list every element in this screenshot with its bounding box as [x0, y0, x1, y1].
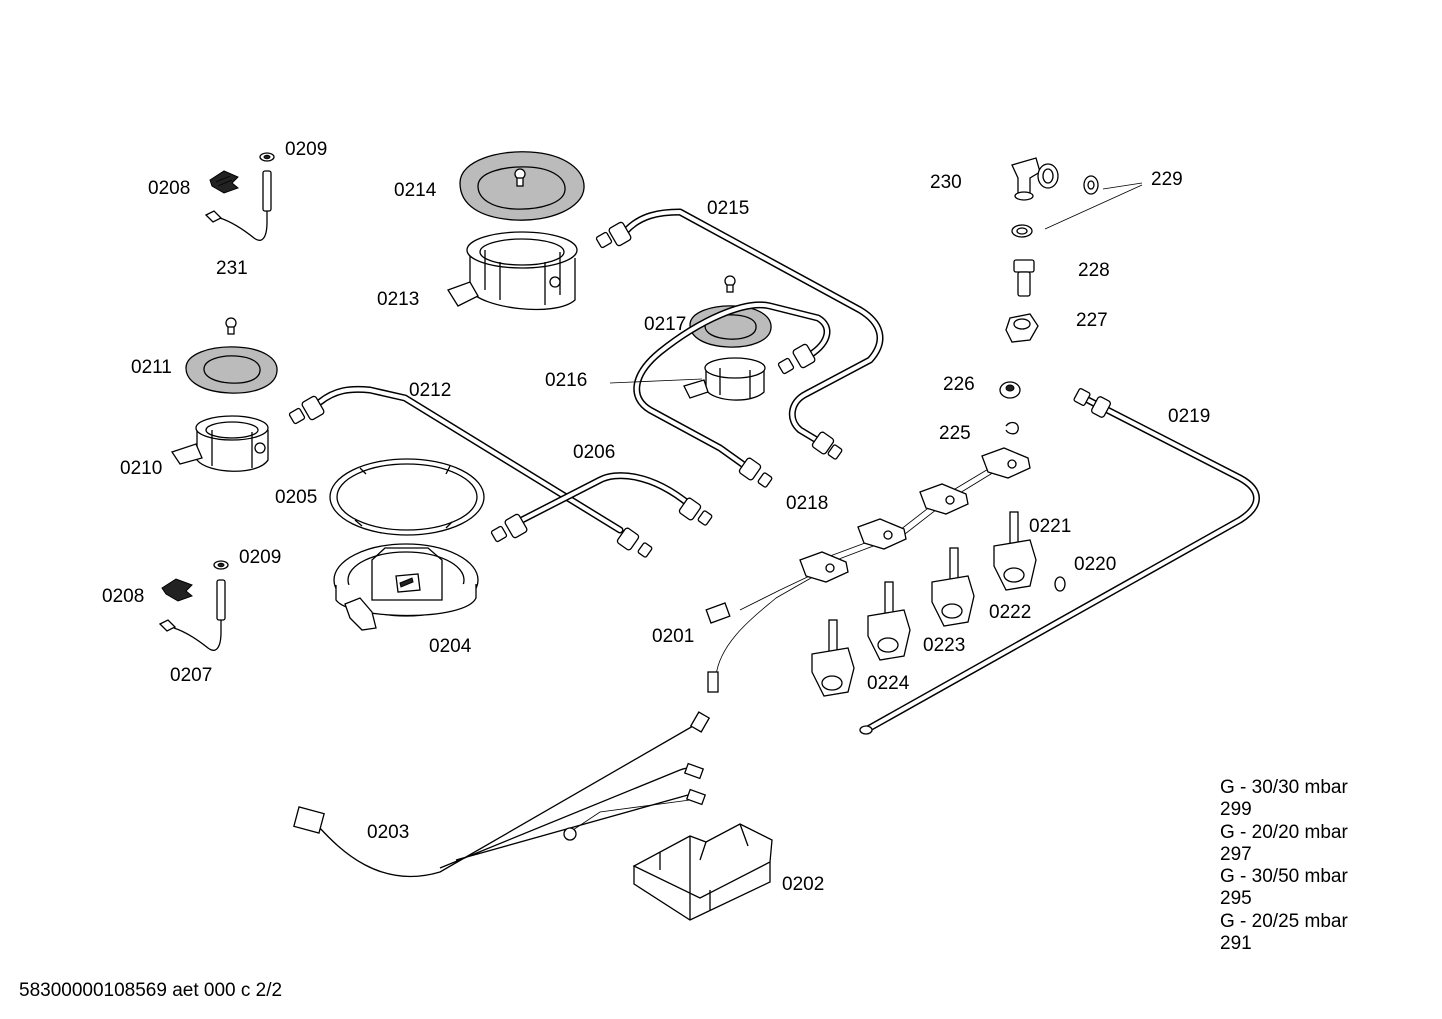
label-0217: 0217 — [644, 314, 686, 335]
part-0211-gasket-left — [185, 317, 278, 394]
part-0216-burner-cup-center — [683, 357, 766, 401]
part-0215-pipe — [621, 208, 884, 446]
label-0202: 0202 — [782, 874, 824, 895]
label-0213: 0213 — [377, 289, 419, 310]
label-0204: 0204 — [429, 636, 472, 657]
part-227-nut — [1005, 313, 1039, 343]
part-0220-seal — [1054, 576, 1066, 592]
part-0222-gas-tap — [931, 547, 975, 627]
label-231: 231 — [216, 258, 248, 279]
label-0221: 0221 — [1029, 516, 1071, 537]
label-226: 226 — [943, 374, 975, 395]
part-0209-washer-bottom — [213, 560, 229, 570]
part-0201-ignition-harness — [705, 447, 1031, 693]
part-0206-pipe — [516, 472, 694, 525]
part-0208-clip-top — [209, 170, 239, 194]
label-229: 229 — [1151, 169, 1183, 190]
label-0220: 0220 — [1074, 554, 1116, 575]
gas-variant-4-gas: G - 20/25 mbar — [1220, 910, 1348, 932]
gas-variant-1-gas: G - 30/30 mbar — [1220, 777, 1348, 798]
part-225-clip — [1005, 421, 1019, 435]
label-227: 227 — [1076, 310, 1108, 331]
label-0209-top: 0209 — [285, 139, 327, 160]
gas-variant-2-gas: G - 20/20 mbar — [1220, 821, 1348, 843]
part-228-nipple — [1013, 259, 1035, 297]
part-231-thermocouple-top — [204, 170, 272, 241]
label-0203: 0203 — [367, 822, 409, 843]
part-0210-burner-cup-left — [170, 415, 269, 472]
label-0206: 0206 — [573, 442, 615, 463]
part-0214-burner-gasket-top — [459, 151, 585, 221]
gas-variant-2-code: 297 — [1220, 843, 1252, 865]
part-230-elbow-fitting — [1011, 157, 1059, 201]
label-230: 230 — [930, 172, 962, 193]
label-0212: 0212 — [409, 380, 451, 401]
part-0224-gas-tap — [811, 619, 855, 697]
label-0205: 0205 — [275, 487, 317, 508]
part-0212-pipe — [316, 385, 624, 534]
part-0203-ignition-cable — [293, 711, 711, 878]
part-229-washers — [1011, 175, 1143, 238]
label-0219: 0219 — [1168, 406, 1210, 427]
label-0215: 0215 — [707, 198, 749, 219]
part-0209-washer-top — [259, 152, 275, 162]
label-0201: 0201 — [652, 626, 694, 647]
label-225: 225 — [939, 423, 971, 444]
label-0222: 0222 — [989, 602, 1031, 623]
part-0202-spark-generator — [632, 823, 773, 921]
gas-variant-3-code: 295 — [1220, 888, 1252, 910]
label-0216: 0216 — [545, 370, 587, 391]
part-0213-burner-cup-top — [447, 231, 578, 311]
part-0208-clip-bottom — [161, 578, 193, 602]
part-226-seal — [999, 381, 1021, 399]
part-0218-pipe — [633, 301, 831, 472]
part-0207-thermocouple-bottom — [158, 579, 226, 651]
label-0208-top: 0208 — [148, 178, 190, 199]
gas-variant-3-gas: G - 30/50 mbar — [1220, 866, 1348, 888]
label-0208-bottom: 0208 — [102, 586, 144, 607]
label-0223: 0223 — [923, 635, 965, 656]
part-0221-gas-tap — [993, 511, 1037, 591]
label-0207: 0207 — [170, 665, 212, 686]
gas-variant-list: G - 30/30 mbar 299 G - 20/20 mbar 297 G … — [1220, 777, 1348, 955]
part-0223-gas-tap — [867, 581, 911, 661]
pipe-nuts — [288, 221, 843, 558]
leader-0216 — [609, 378, 703, 384]
part-0219-main-gas-pipe — [859, 388, 1260, 735]
document-footer: 58300000108569 aet 000 c 2/2 — [19, 980, 283, 1001]
label-0224: 0224 — [867, 673, 910, 694]
gas-variant-1-code: 299 — [1220, 799, 1252, 821]
label-0210: 0210 — [120, 458, 162, 479]
label-0214: 0214 — [394, 180, 437, 201]
label-0218: 0218 — [786, 493, 828, 514]
label-228: 228 — [1078, 260, 1110, 281]
part-0204-large-burner-base — [333, 543, 479, 631]
label-0209-bottom: 0209 — [239, 547, 281, 568]
gas-variant-4-code: 291 — [1220, 933, 1252, 955]
part-0205-large-gasket — [329, 458, 485, 536]
label-0211: 0211 — [131, 357, 172, 378]
